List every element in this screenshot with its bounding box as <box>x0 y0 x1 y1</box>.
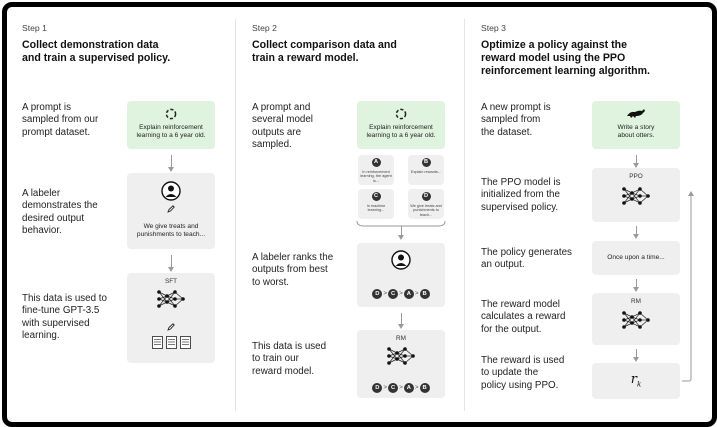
step-2-column: Step 2 Collect comparison data and train… <box>236 7 464 422</box>
column-divider <box>235 19 236 411</box>
labeler-box: We give treats and punishments to teach.… <box>127 173 215 249</box>
step-1-column: Step 1 Collect demonstration data and tr… <box>7 7 235 422</box>
row-description: A prompt is sampled from our prompt data… <box>22 102 99 138</box>
row-description: The policy generates an output. <box>481 247 572 271</box>
reward-symbol: rk <box>630 372 642 389</box>
user-icon <box>391 250 411 270</box>
step-label: Step 1 <box>22 23 47 33</box>
pencil-icon <box>167 323 175 331</box>
column-divider <box>464 19 465 411</box>
neural-network-icon <box>622 187 650 205</box>
flow-arrow <box>633 279 639 292</box>
flow-arrow <box>633 155 639 168</box>
ppo-model-box: PPO <box>592 168 680 222</box>
row-description: The reward model calculates a reward for… <box>481 299 566 335</box>
sft-model-box: SFT <box>127 273 215 363</box>
pencil-icon <box>167 205 175 213</box>
row-description: A labeler ranks the outputs from best to… <box>252 252 334 288</box>
document-icon <box>166 336 177 349</box>
neural-network-icon <box>622 311 650 329</box>
row-description: A new prompt is sampled from the dataset… <box>481 102 551 138</box>
flow-arrow <box>633 349 639 362</box>
flow-arrow <box>168 255 174 272</box>
recycle-icon <box>165 108 177 120</box>
labeler-ranking-box: D>C>A>B <box>357 243 445 307</box>
row-description: A labeler demonstrates the desired outpu… <box>22 188 98 237</box>
output-card: B Explain rewards... <box>408 155 444 185</box>
prompt-box: Write a story about otters. <box>592 101 680 149</box>
output-card: D We give treats and punishments to teac… <box>408 189 444 219</box>
prompt-box: Explain reinforcement learning to a 6 ye… <box>127 101 215 149</box>
document-icon <box>152 336 163 349</box>
recycle-icon <box>395 108 407 120</box>
row-description: The reward is used to update the policy … <box>481 355 565 391</box>
reward-model-box: RM D>C>A>B <box>357 330 445 398</box>
neural-network-icon <box>387 347 415 365</box>
output-card: C In machine learning... <box>358 189 394 219</box>
row-description: A prompt and several model outputs are s… <box>252 102 313 151</box>
step-heading: Collect demonstration data and train a s… <box>22 39 171 64</box>
flow-arrow <box>398 313 404 329</box>
reward-model-box: RM <box>592 293 680 345</box>
reward-box: rk <box>592 363 680 399</box>
step-label: Step 2 <box>252 23 277 33</box>
ranking: D>C>A>B <box>357 285 445 303</box>
step-label: Step 3 <box>481 23 506 33</box>
prompt-box: Explain reinforcement learning to a 6 ye… <box>357 101 445 149</box>
flow-arrow <box>633 226 639 239</box>
document-icon <box>180 336 191 349</box>
flow-arrow <box>168 155 174 172</box>
row-description: This data is used to train our reward mo… <box>252 341 327 377</box>
policy-output-box: Once upon a time... <box>592 241 680 275</box>
neural-network-icon <box>157 290 185 308</box>
step-heading: Collect comparison data and train a rewa… <box>252 39 397 64</box>
document-stack <box>152 336 192 350</box>
output-card: A In reinforcement learning, the agent i… <box>358 155 394 185</box>
row-description: This data is used to fine-tune GPT-3.5 w… <box>22 293 107 342</box>
step-3-column: Step 3 Optimize a policy against the rew… <box>465 7 712 422</box>
otter-icon <box>627 109 645 118</box>
step-heading: Optimize a policy against the reward mod… <box>481 39 650 77</box>
flow-arrow <box>398 226 404 240</box>
row-description: The PPO model is initialized from the su… <box>481 177 561 213</box>
user-icon <box>161 181 181 201</box>
ranking: D>C>A>B <box>357 379 445 397</box>
loop-arrow-icon <box>682 191 694 382</box>
